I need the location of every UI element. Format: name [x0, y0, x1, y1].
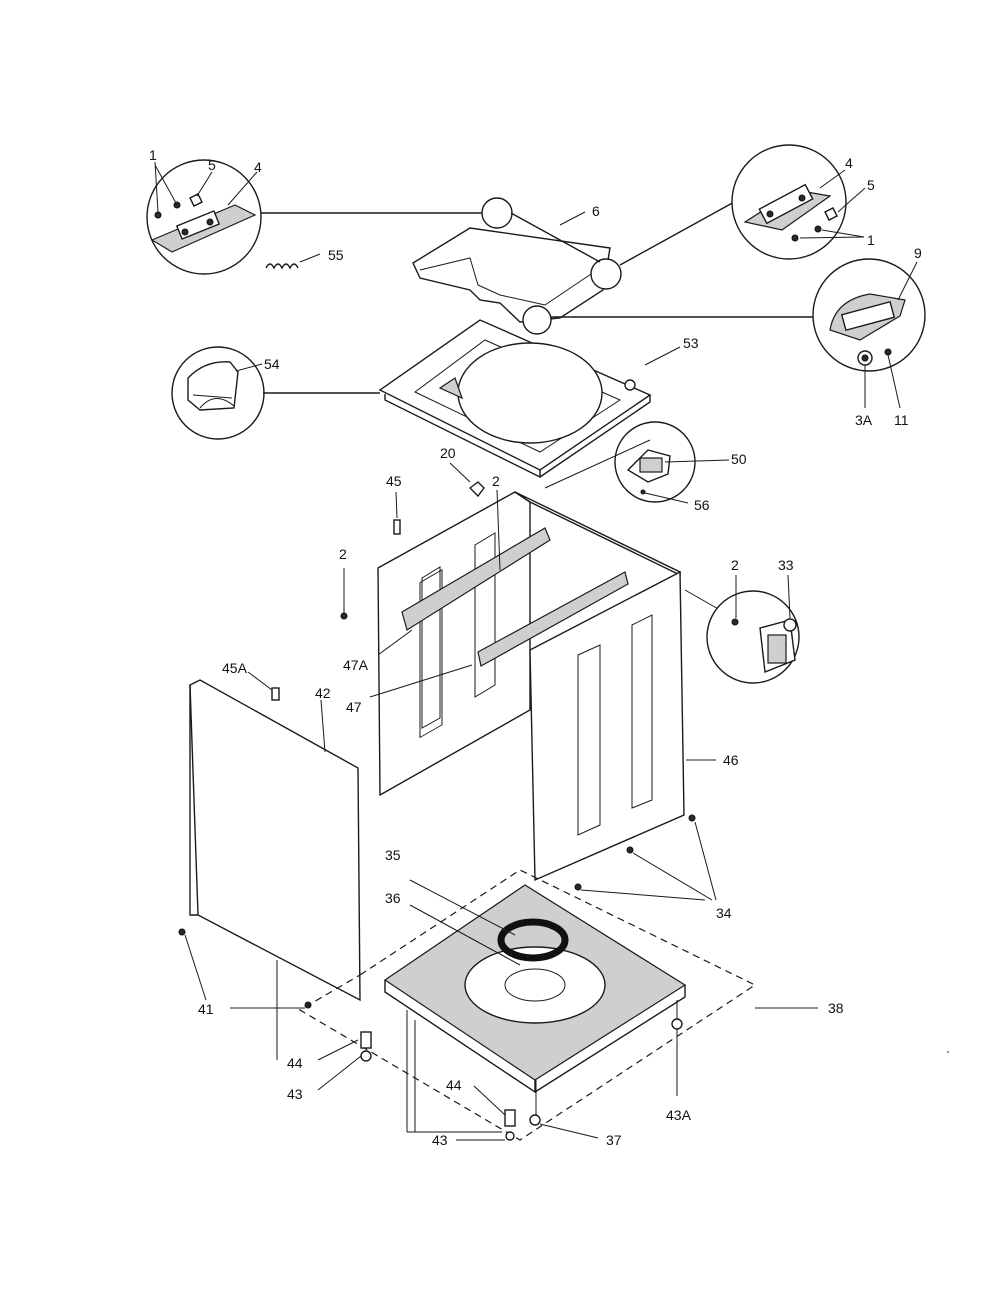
part-label-3A: 3A	[855, 412, 873, 428]
part-labels: 1 5 4 55 6 4 5 1 9 3A 11 54 53 20 50 56 …	[149, 147, 922, 1148]
part-label-2b: 2	[339, 546, 347, 562]
screw-2	[340, 612, 348, 620]
part-label-5b: 5	[867, 177, 875, 193]
part-label-56: 56	[694, 497, 710, 513]
spring-55	[265, 253, 321, 270]
lid-6	[412, 197, 813, 335]
screws-34	[574, 814, 717, 901]
part-label-45A: 45A	[222, 660, 248, 676]
part-label-34: 34	[716, 905, 732, 921]
part-label-41: 41	[198, 1001, 214, 1017]
part-label-2c: 2	[731, 557, 739, 573]
leveling-feet	[317, 1018, 683, 1141]
top-cover-53	[378, 319, 681, 479]
part-label-55: 55	[328, 247, 344, 263]
part-label-35: 35	[385, 847, 401, 863]
part-label-37: 37	[606, 1132, 622, 1148]
part-label-5: 5	[208, 157, 216, 173]
lid-switch-detail-33	[706, 574, 800, 684]
hinge-detail-right	[731, 144, 866, 260]
leader-lines	[343, 462, 721, 761]
part-label-2a: 2	[492, 473, 500, 489]
part-label-1b: 1	[867, 232, 875, 248]
part-label-44b: 44	[446, 1077, 462, 1093]
switch-detail-50	[544, 421, 730, 504]
part-label-36: 36	[385, 890, 401, 906]
part-label-20: 20	[440, 445, 456, 461]
base-38	[298, 869, 818, 1141]
part-label-46: 46	[723, 752, 739, 768]
part-label-53: 53	[683, 335, 699, 351]
hinge-detail-left	[146, 159, 485, 275]
part-label-6: 6	[592, 203, 600, 219]
part-label-38: 38	[828, 1000, 844, 1016]
part-label-47A: 47A	[343, 657, 369, 673]
part-label-45: 45	[386, 473, 402, 489]
part-label-54: 54	[264, 356, 280, 372]
part-label-42: 42	[315, 685, 331, 701]
part-label-43: 43	[287, 1086, 303, 1102]
dispenser-detail-54	[171, 346, 380, 440]
part-label-4: 4	[254, 159, 262, 175]
part-label-50: 50	[731, 451, 747, 467]
part-label-9: 9	[914, 245, 922, 261]
part-label-43A: 43A	[666, 1107, 692, 1123]
hinge-detail-9	[812, 258, 926, 409]
part-label-11: 11	[894, 412, 909, 428]
part-label-43b: 43	[432, 1132, 448, 1148]
part-label-47: 47	[346, 699, 362, 715]
front-panel-42	[178, 671, 361, 1060]
part-label-44: 44	[287, 1055, 303, 1071]
cabinet-assembly	[377, 481, 685, 882]
part-label-1: 1	[149, 147, 157, 163]
part-label-4b: 4	[845, 155, 853, 171]
part-label-33: 33	[778, 557, 794, 573]
